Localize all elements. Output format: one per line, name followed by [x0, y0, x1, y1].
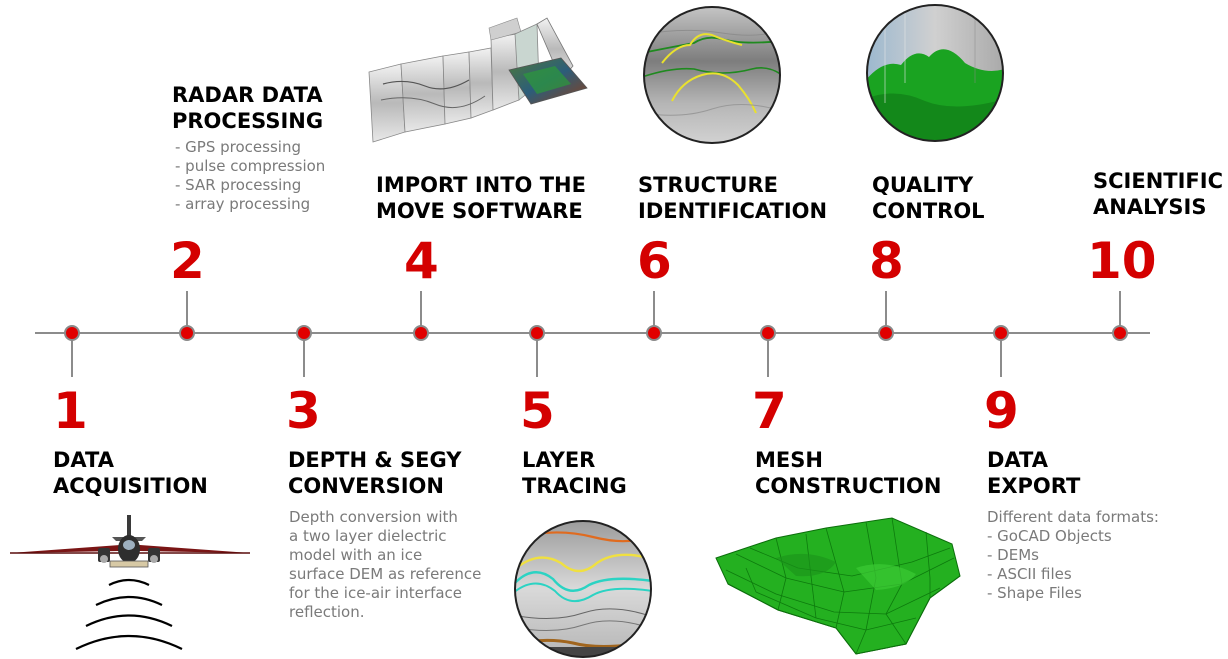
step-7-number: 7 [752, 382, 787, 440]
timeline-dot-6 [646, 325, 662, 341]
step-4-number: 4 [404, 232, 439, 290]
quality-control-circle-icon [866, 4, 1004, 142]
list-item: - Shape Files [987, 584, 1082, 602]
timeline-tick-4 [420, 291, 422, 333]
step-3-description: Depth conversion with a two layer dielec… [289, 508, 482, 621]
timeline-dot-9 [993, 325, 1009, 341]
step-2-description: - GPS processing - pulse compression - S… [175, 138, 325, 214]
timeline-tick-10 [1119, 291, 1121, 333]
list-item: - ASCII files [987, 565, 1072, 583]
timeline-tick-8 [885, 291, 887, 333]
timeline-tick-1 [71, 333, 73, 377]
list-item: - DEMs [987, 546, 1039, 564]
step-6-number: 6 [637, 232, 672, 290]
step-2-number: 2 [170, 232, 205, 290]
list-item: Different data formats: [987, 508, 1159, 526]
step-1-number: 1 [53, 382, 88, 440]
radar-3d-panels-icon [368, 17, 588, 143]
timeline-dot-1 [64, 325, 80, 341]
timeline-tick-2 [186, 291, 188, 333]
timeline-tick-9 [1000, 333, 1002, 377]
timeline-dot-4 [413, 325, 429, 341]
timeline-dot-7 [760, 325, 776, 341]
timeline-axis [35, 332, 1150, 334]
list-item: - array processing [175, 195, 311, 213]
list-item: - pulse compression [175, 157, 326, 175]
timeline-dot-10 [1112, 325, 1128, 341]
timeline-tick-3 [303, 333, 305, 377]
step-8-number: 8 [869, 232, 904, 290]
timeline-dot-2 [179, 325, 195, 341]
timeline-dot-3 [296, 325, 312, 341]
step-9-number: 9 [984, 382, 1019, 440]
list-item: - GPS processing [175, 138, 301, 156]
timeline-tick-6 [653, 291, 655, 333]
step-10-number: 10 [1087, 232, 1157, 290]
timeline-dot-8 [878, 325, 894, 341]
list-item: - GoCAD Objects [987, 527, 1112, 545]
timeline-dot-5 [529, 325, 545, 341]
step-3-number: 3 [286, 382, 321, 440]
timeline-tick-5 [536, 333, 538, 377]
airplane-radar-icon [10, 515, 250, 650]
list-item: - SAR processing [175, 176, 302, 194]
timeline-tick-7 [767, 333, 769, 377]
radargram-layer-circle-icon [514, 520, 652, 658]
structure-circle-icon [643, 6, 781, 144]
mesh-surface-icon [715, 517, 961, 655]
step-5-number: 5 [520, 382, 555, 440]
step-9-description: Different data formats: - GoCAD Objects … [987, 508, 1159, 603]
